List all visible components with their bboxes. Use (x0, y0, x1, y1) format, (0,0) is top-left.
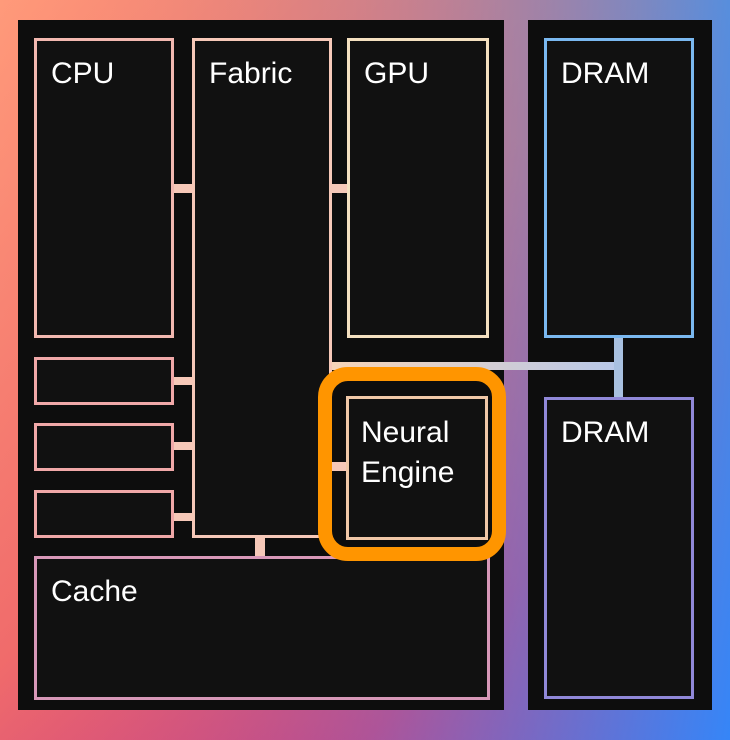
connector-cpu-fabric (172, 184, 196, 193)
gpu-block: GPU (347, 38, 489, 338)
neural-engine-block: Neural Engine (346, 396, 488, 540)
fabric-block: Fabric (192, 38, 332, 538)
connector-fabric-neural-engine (330, 462, 350, 471)
connector-small1-fabric (172, 377, 196, 385)
neural-engine-label: Neural Engine (361, 416, 455, 489)
cpu-label: CPU (51, 57, 115, 90)
dram-top-label: DRAM (561, 57, 650, 90)
neural-engine-highlight (318, 367, 506, 561)
cache-block: Cache (34, 556, 490, 700)
cache-label: Cache (51, 575, 138, 608)
small-block-3 (34, 490, 174, 538)
dram-bottom-block: DRAM (544, 397, 694, 699)
small-block-1 (34, 357, 174, 405)
small-block-2 (34, 423, 174, 471)
connector-fabric-cache (255, 536, 265, 560)
connector-small3-fabric (172, 513, 196, 521)
connector-small2-fabric (172, 442, 196, 450)
connector-fabric-gpu (330, 184, 350, 193)
dram-top-block: DRAM (544, 38, 694, 338)
cpu-block: CPU (34, 38, 174, 338)
fabric-label: Fabric (209, 57, 293, 90)
dram-bottom-label: DRAM (561, 416, 650, 449)
connector-neural-engine-bus (330, 362, 616, 370)
gpu-label: GPU (364, 57, 430, 90)
connector-dram-link (614, 336, 623, 400)
